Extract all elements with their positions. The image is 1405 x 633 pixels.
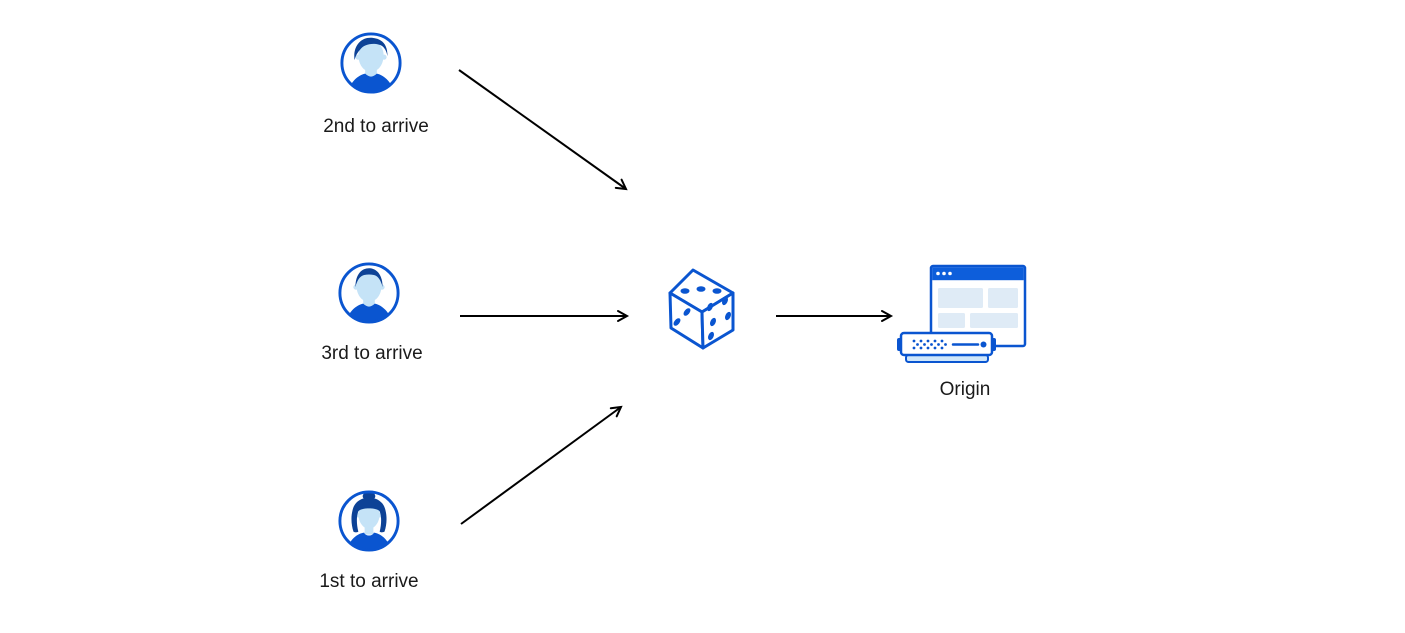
arrow-2nd-to-dice	[458, 69, 628, 191]
arrow-1st-to-dice	[460, 405, 623, 525]
client-label-2nd: 2nd to arrive	[323, 116, 429, 137]
origin-server-browser-icon	[897, 264, 1027, 363]
avatar-male-swept-hair-icon	[340, 32, 402, 94]
dice-pips	[673, 286, 732, 341]
node-client-2nd	[339, 31, 403, 100]
avatar-female-bun-icon	[338, 490, 400, 552]
dice-icon	[668, 268, 735, 350]
server-led-dots	[912, 339, 947, 350]
client-label-3rd: 3rd to arrive	[321, 343, 423, 364]
server-box	[897, 331, 996, 363]
client-label-1st: 1st to arrive	[319, 571, 419, 592]
node-client-1st	[337, 489, 401, 558]
node-origin	[896, 260, 1030, 369]
avatar-male-short-hair-icon	[338, 262, 400, 324]
origin-label: Origin	[939, 379, 991, 400]
node-client-3rd	[337, 261, 401, 330]
node-randomizer	[665, 264, 739, 357]
dice-cube	[668, 268, 735, 350]
